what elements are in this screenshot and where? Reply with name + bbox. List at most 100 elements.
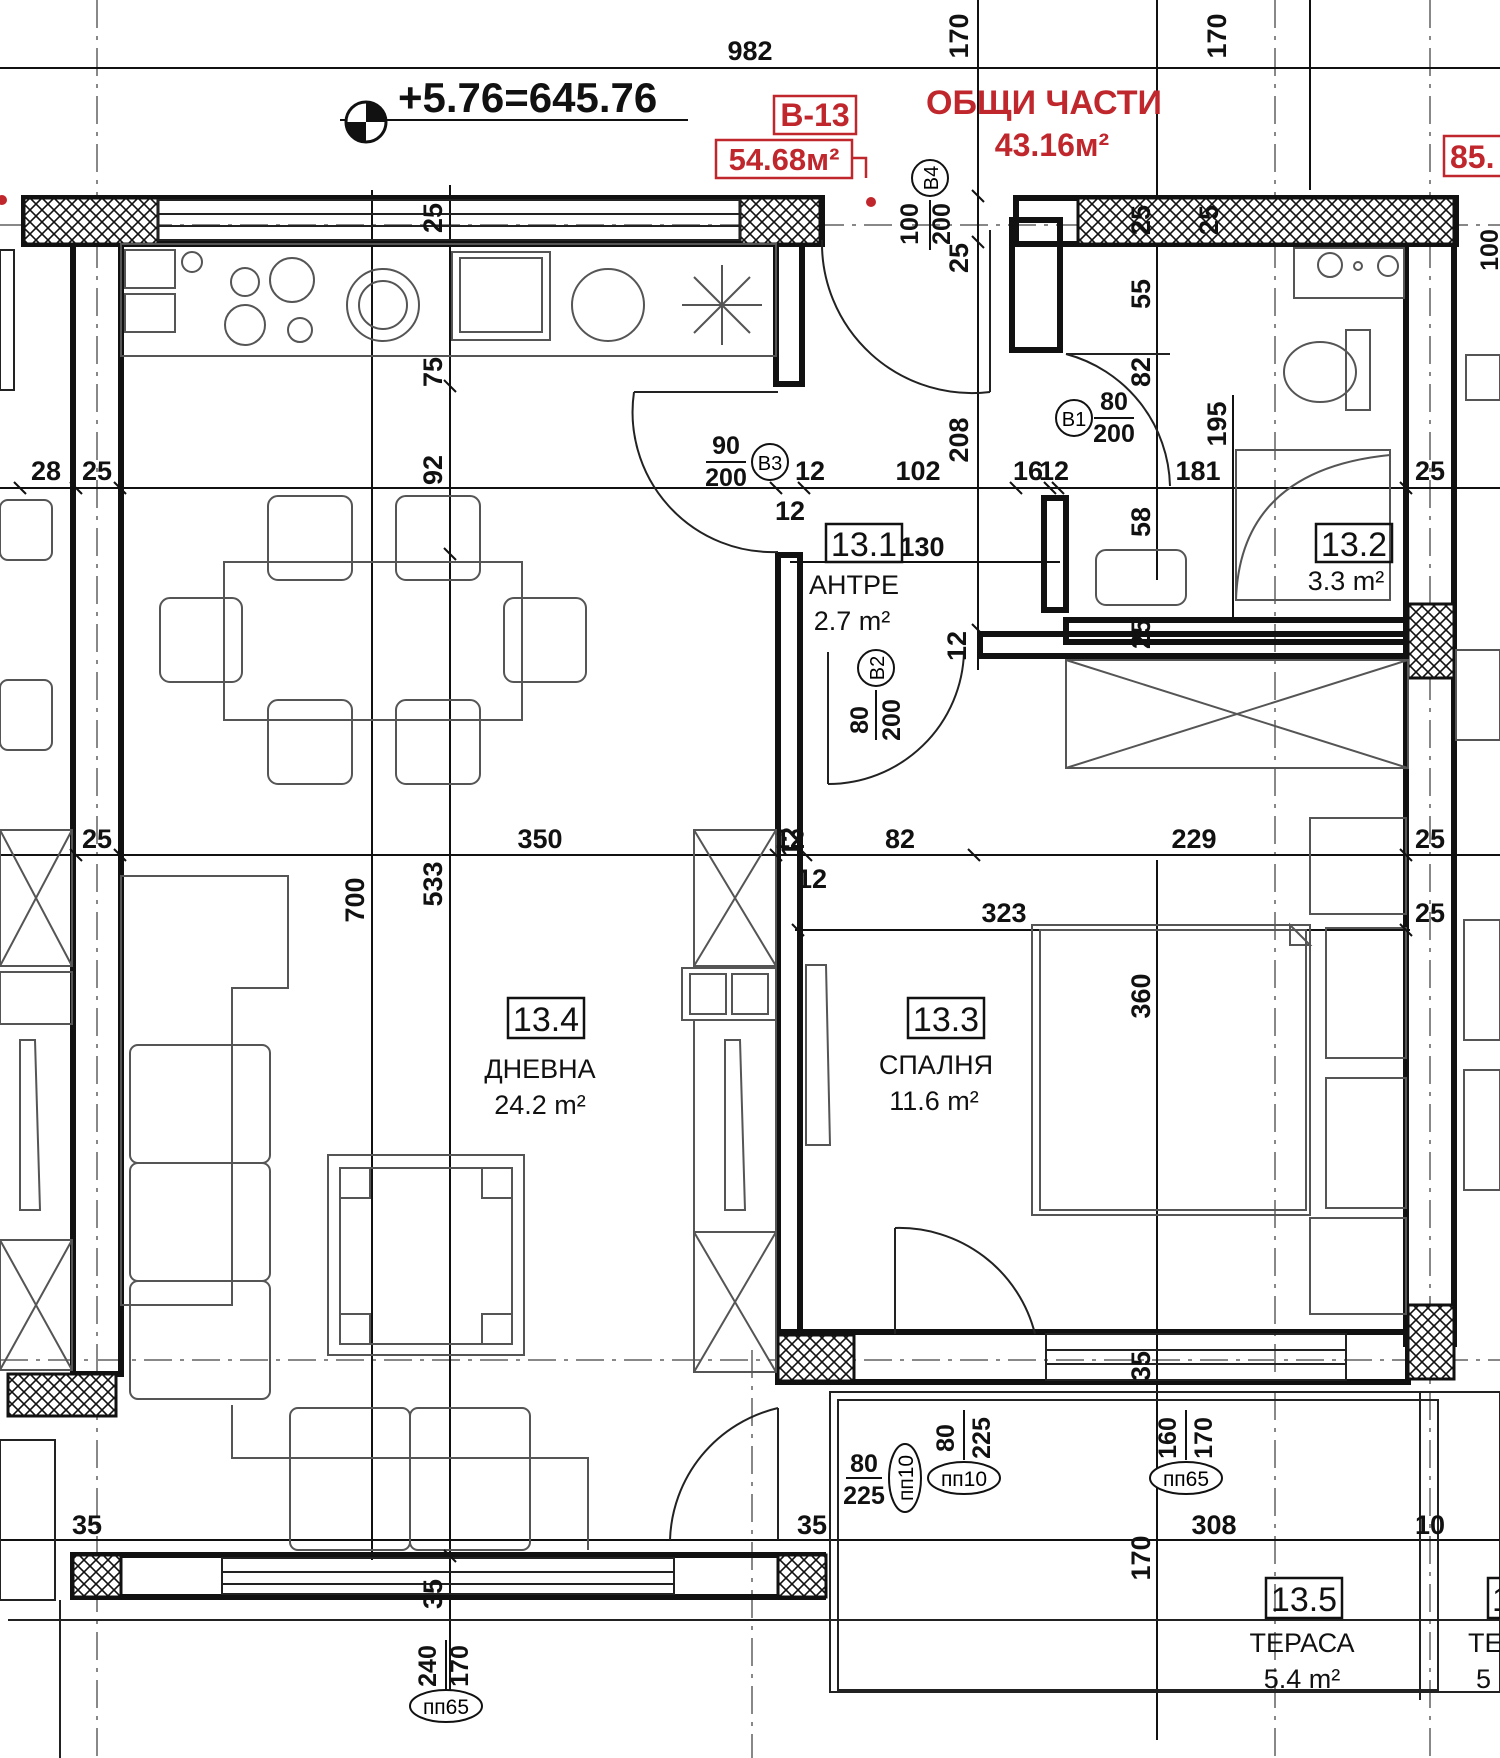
doors: [631, 230, 1171, 1541]
dim-25-bath-c: 25: [1126, 619, 1156, 649]
dim-28: 28: [31, 456, 61, 486]
svg-text:пп65: пп65: [423, 1696, 469, 1719]
dim-12-a: 12: [795, 456, 825, 486]
room-13-5-number: 13.5: [1271, 1581, 1337, 1619]
dimension-labels: 982 170 170 25 75 92 533 700 28 25 25 35…: [31, 13, 1445, 1609]
dim-170b: 170: [1202, 13, 1232, 58]
unit-code-box: [772, 94, 858, 136]
svg-text:170: 170: [446, 1645, 474, 1687]
dim-92: 92: [418, 455, 448, 485]
dim-25-r1: 25: [1415, 456, 1445, 486]
dim-35-d: 35: [418, 1579, 448, 1609]
svg-text:В3: В3: [758, 453, 782, 475]
window-tag-pp10b: пп10 80 225: [927, 1410, 1001, 1495]
dim-308: 308: [1191, 1510, 1236, 1540]
dim-25-bath-b: 25: [1194, 205, 1224, 235]
neighbor-area-box: [1442, 134, 1500, 178]
neighbor-right: [1455, 354, 1500, 1191]
svg-text:пп10: пп10: [895, 1455, 918, 1501]
room-13-1-area: 2.7 m²: [814, 606, 891, 636]
bathroom-fixtures: [1095, 247, 1405, 606]
dim-181: 181: [1175, 456, 1220, 486]
svg-text:160: 160: [1154, 1417, 1182, 1459]
kitchen: [120, 243, 777, 357]
room-13-5-box: [1264, 1576, 1344, 1620]
dining-set: [159, 495, 587, 785]
door-tag-b4: В4 100 200: [896, 159, 956, 250]
neighbor-room-box: [1486, 1576, 1500, 1620]
svg-text:225: 225: [968, 1417, 996, 1459]
neighbor-marker-dot: [0, 195, 7, 205]
room-13-2-area: 3.3 m²: [1308, 566, 1385, 596]
svg-text:80: 80: [1100, 388, 1128, 416]
dim-982: 982: [727, 36, 772, 66]
dim-10: 10: [1415, 1510, 1445, 1540]
dim-25-r3: 25: [1415, 898, 1445, 928]
door-tag-b1: В1 80 200: [1055, 388, 1135, 448]
dim-25-l2: 25: [82, 824, 112, 854]
svg-text:200: 200: [1093, 420, 1135, 448]
svg-text:200: 200: [878, 699, 906, 741]
dim-82-h: 82: [885, 824, 915, 854]
dimension-ticks: [13, 189, 1413, 1563]
door-tag-b3: В3 90 200: [705, 432, 789, 492]
dim-75: 75: [418, 357, 448, 387]
room-13-3-box: [906, 996, 986, 1040]
dim-25-bath-a: 25: [1126, 205, 1156, 235]
room-13-2-number: 13.2: [1321, 526, 1387, 564]
elevation-label: +5.76=645.76: [398, 74, 657, 121]
bedroom-furniture: [805, 659, 1409, 1315]
window-tag-pp10a: пп10 80 225: [843, 1443, 922, 1513]
dim-16: 16: [1013, 456, 1043, 486]
svg-text:200: 200: [928, 203, 956, 245]
room-13-2-box: [1314, 522, 1394, 564]
unit-area: 54.68м²: [729, 142, 840, 177]
room-13-3-number: 13.3: [913, 1001, 979, 1039]
dim-25-r2: 25: [1415, 824, 1445, 854]
svg-text:пп10: пп10: [941, 1468, 987, 1491]
svg-text:200: 200: [705, 464, 747, 492]
unit-code: В-13: [780, 97, 849, 133]
dim-82-v: 82: [1126, 357, 1156, 387]
columns: [6, 196, 1456, 1599]
room-13-1-box: [824, 522, 904, 564]
window-tag-pp65b: пп65 240 170: [409, 1640, 483, 1723]
svg-text:В4: В4: [921, 166, 943, 190]
dim-12-d: 12: [942, 631, 972, 661]
dim-102: 102: [895, 456, 940, 486]
unit-marker-dot: [866, 197, 876, 207]
neighbor-room-name: ТЕ: [1468, 1628, 1500, 1658]
door-tag-b2: В2 80 200: [846, 649, 906, 741]
dim-130: 130: [899, 532, 944, 562]
room-13-4-box: [506, 996, 586, 1040]
common-area: 43.16м²: [995, 127, 1109, 163]
svg-text:80: 80: [846, 706, 874, 734]
dim-55: 55: [1126, 279, 1156, 309]
dim-35-b: 35: [72, 1510, 102, 1540]
dim-700: 700: [340, 877, 370, 922]
door-right-width: 100: [1476, 229, 1500, 271]
neighbor-left: [0, 499, 73, 1371]
dim-170-terrace: 170: [1126, 1535, 1156, 1580]
dim-12-c: 12: [1039, 456, 1069, 486]
dim-195: 195: [1202, 401, 1232, 446]
dim-360: 360: [1126, 973, 1156, 1018]
dim-12-g: 12: [776, 827, 806, 857]
svg-text:80: 80: [932, 1424, 960, 1452]
unit-leader: [852, 156, 868, 178]
svg-text:100: 100: [896, 203, 924, 245]
elevation-marker: [344, 100, 388, 144]
room-13-3-name: СПАЛНЯ: [879, 1050, 993, 1080]
dim-35-c: 35: [797, 1510, 827, 1540]
svg-text:170: 170: [1190, 1417, 1218, 1459]
svg-text:пп65: пп65: [1163, 1468, 1209, 1491]
dim-323: 323: [981, 898, 1026, 928]
windows: [157, 199, 1347, 1595]
common-title: ОБЩИ ЧАСТИ: [926, 84, 1162, 122]
dim-229: 229: [1171, 824, 1216, 854]
dim-25-l1: 25: [82, 456, 112, 486]
dim-58: 58: [1126, 507, 1156, 537]
dim-208: 208: [944, 417, 974, 462]
